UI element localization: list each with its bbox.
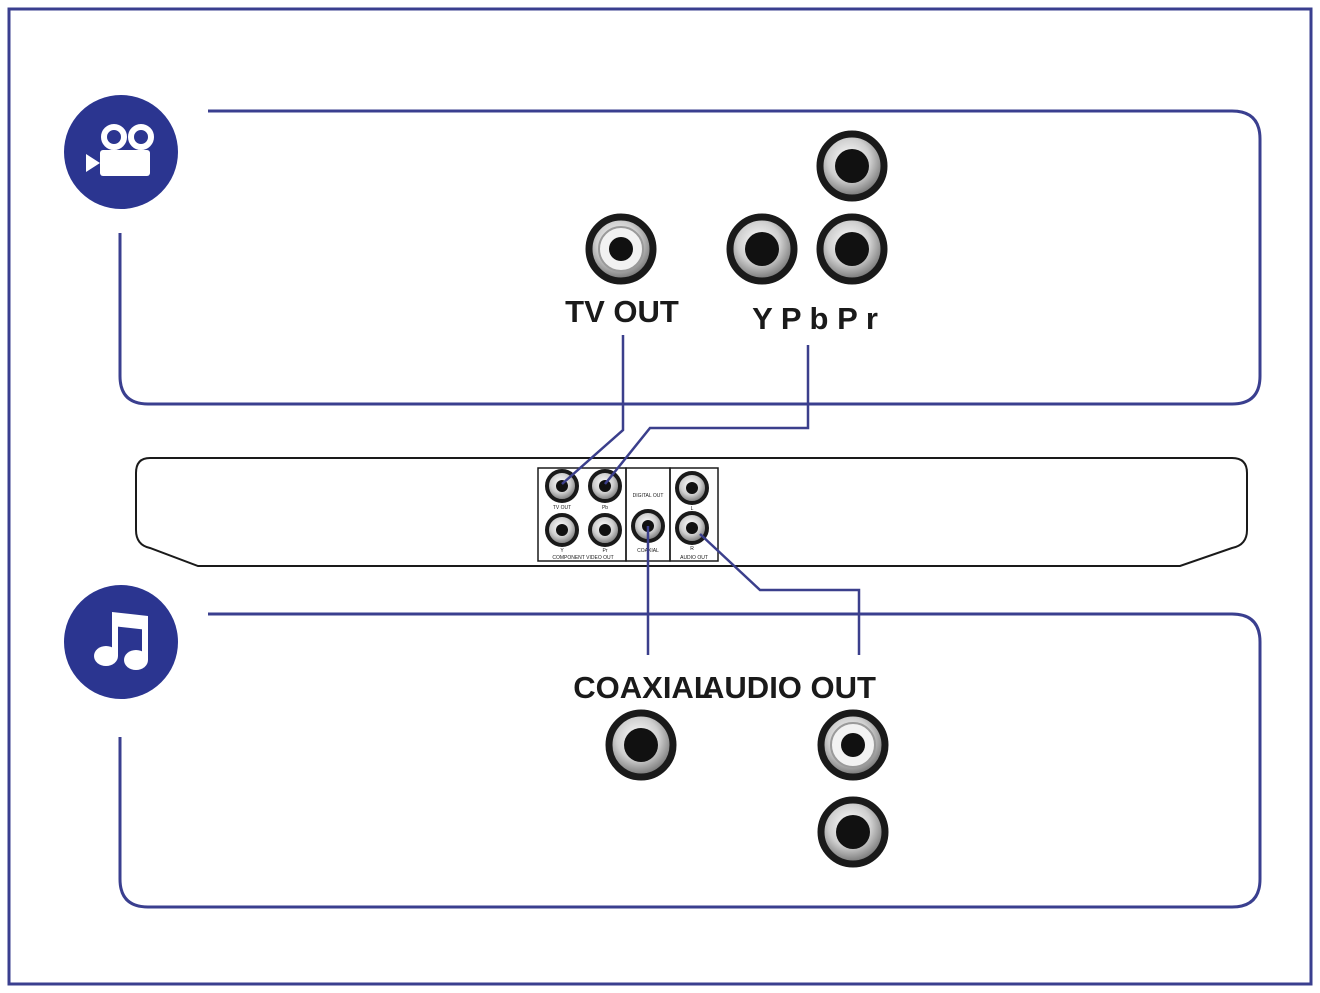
jack-audio-r (817, 796, 889, 868)
audio-section-frame (118, 612, 1262, 909)
panel-jack-r (675, 511, 709, 545)
jack-coaxial (605, 709, 677, 781)
label-tv-out: TV OUT (565, 294, 679, 329)
jack-audio-l (817, 709, 889, 781)
panel-jack-l (675, 471, 709, 505)
panel-jack-pr (588, 513, 622, 547)
panel-label-r: R (690, 546, 694, 552)
music-note-icon (64, 585, 178, 699)
line-audio-out (699, 533, 861, 655)
label-ypbpr: Y P b P r (752, 301, 878, 336)
jack-pb (816, 213, 888, 285)
panel-label-digital-out: DIGITAL OUT (633, 493, 664, 499)
video-section-frame (118, 109, 1262, 406)
panel-label-tv-out: TV OUT (553, 505, 571, 511)
panel-label-y: Y (560, 548, 564, 554)
outer-frame (7, 7, 1313, 986)
video-camera-icon (64, 95, 178, 209)
panel-jack-y (545, 513, 579, 547)
panel-label-component-video-out: COMPONENT VIDEO OUT (552, 555, 613, 561)
panel-label-pr: Pr (603, 548, 608, 554)
jack-pr (816, 130, 888, 202)
line-ypbpr (604, 345, 810, 485)
line-tv-out (561, 335, 625, 485)
jack-tv-out (585, 213, 657, 285)
panel-label-pb: Pb (602, 505, 608, 511)
panel-label-audio-out: AUDIO OUT (680, 555, 708, 561)
jack-y (726, 213, 798, 285)
label-audio-out: AUDIO OUT (702, 670, 876, 705)
panel-jack-pb (588, 469, 622, 503)
label-coaxial: COAXIAL (573, 670, 713, 705)
panel-label-l: L (691, 506, 694, 512)
